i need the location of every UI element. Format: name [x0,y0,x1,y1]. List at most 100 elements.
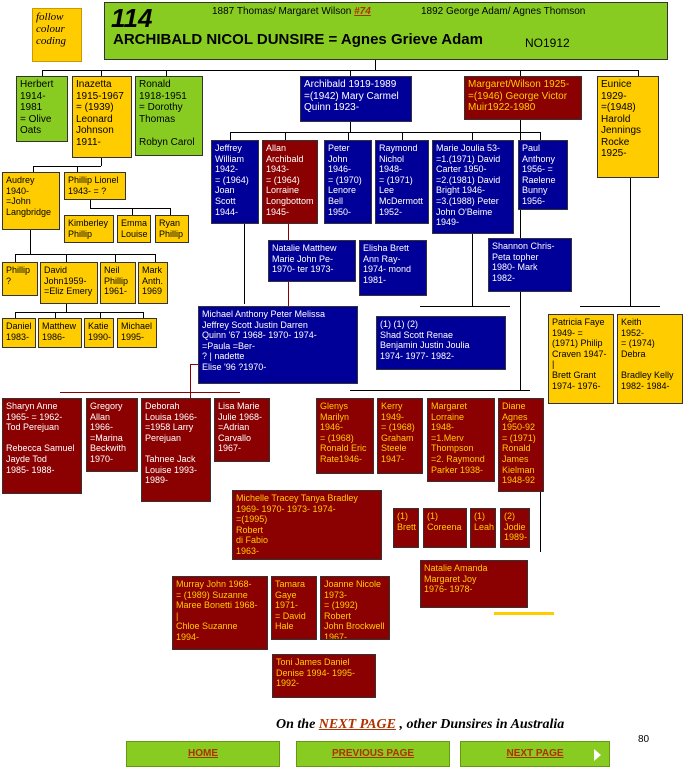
connector-line [472,234,473,306]
connector-line [540,490,541,552]
person-neil: Neil Phillip 1961- [100,262,136,304]
person-katie: Katie 1990- [84,318,114,348]
connector-line [15,254,155,255]
person-kerry: Kerry 1949- = (1968) Graham Steele 1947- [377,398,423,474]
connector-line [30,230,31,254]
connector-line [15,312,16,318]
connector-line [630,178,631,306]
paul-children: Shannon Chris- Peta topher 1980- Mark 19… [488,238,572,292]
connector-line [155,254,156,262]
person-phillip-lionel: Phillip Lionel 1943- = ? [64,172,126,200]
header-parents-2: 1892 George Adam/ Agnes Thomson [421,6,586,17]
connector-line [66,304,67,312]
connector-line [55,312,56,318]
person-mark: Mark Anth. 1969 [138,262,168,304]
person-diane: Diane Agnes 1950-92 = (1971) Ronald Jame… [498,398,544,492]
ronald-child: Robyn Carol [139,137,195,148]
person-phillip: Phillip ? [2,262,38,296]
connector-line [66,254,67,262]
person-marie: Marie Joulia 53- =1.(1971) David Carter … [432,140,514,234]
person-murray: Murray John 1968- = (1989) Suzanne Maree… [172,576,268,650]
person-ryan: Ryan Phillip [155,215,189,243]
person-peter: Peter John 1946- = (1970) Lenore Bell 19… [324,140,372,224]
connector-line [580,306,660,307]
diane-child-jodie: (2) Jodie 1989- [500,508,530,548]
person-allan: Allan Archibald 1943- = (1964) Lorraine … [262,140,318,224]
person-david: David John1959- =Eliz Emery [40,262,98,304]
connector-line [244,224,245,304]
home-button[interactable]: HOME [126,741,280,767]
connector-line [115,254,116,262]
connector-line [230,132,231,140]
person-eunice: Eunice 1929- =(1948) Harold Jennings Roc… [597,76,659,178]
connector-line [100,312,101,318]
connector-line [132,208,133,216]
person-joanne: Joanne Nicole 1973- = (1992) Robert John… [320,576,390,640]
connector-line [90,200,91,208]
person-ronald: Ronald 1918-1951 = Dorothy Thomas Robyn … [135,76,203,156]
connector-line [520,70,521,76]
connector-line [42,70,43,76]
margaret-child-coreena: (1) Coreena [423,508,467,548]
person-jeffrey: Jeffrey William 1942- = (1964) Joan Scot… [211,140,259,224]
person-lisa: Lisa Marie Julie 1968- =Adrian Carvallo … [214,398,270,462]
connector-line [285,132,286,140]
connector-line [190,364,191,398]
connector-line [90,208,170,209]
marie-children: (1) (1) (2) Shad Scott Renae Benjamin Ju… [376,316,506,370]
connector-line [101,70,102,76]
connector-line [143,312,144,318]
connector-line [15,254,16,262]
next-page-link[interactable]: NEXT PAGE [318,717,396,732]
header-box: 114 1887 Thomas/ Margaret Wilson #74 189… [104,2,668,60]
person-margaret: Margaret/Wilson 1925- =(1946) George Vic… [464,76,582,120]
legend-box: follow colour coding [32,8,82,62]
person-michael: Michael 1995- [117,318,157,348]
connector-line [638,70,639,76]
person-patricia: Patricia Faye 1949- = (1971) Philip Crav… [548,314,614,404]
person-sharyn: Sharyn Anne 1965- = 1962- Tod Perejuan R… [2,398,82,494]
connector-line [350,390,530,391]
connector-line [166,70,167,76]
connector-line [348,132,349,140]
person-audrey: Audrey 1940- =John Langbridge [2,172,60,230]
connector-line [350,122,351,132]
joanne-children: Toni James Daniel Denise 1994- 1995- 199… [272,654,376,698]
person-paul: Paul Anthony 1956- = Raelene Bunny 1956- [518,140,568,210]
connector-line [350,70,351,76]
person-archibald: Archibald 1919-1989 =(1942) Mary Carmel … [300,76,412,122]
person-herbert: Herbert 1914- 1981 = Olive Oats [16,76,68,142]
previous-page-button[interactable]: PREVIOUS PAGE [296,741,450,767]
connector-line [420,306,510,307]
person-matthew: Matthew 1986- [38,318,82,348]
ronald-text: Ronald 1918-1951 = Dorothy Thomas [139,79,187,125]
connector-line [540,132,541,140]
couple-names: ARCHIBALD NICOL DUNSIRE = Agnes Grieve A… [113,31,483,48]
person-daniel: Daniel 1983- [2,318,36,348]
connector-line [402,132,403,140]
connector-line [472,132,473,140]
connector-line [60,392,240,393]
parents-link[interactable]: #74 [354,6,371,17]
person-raymond: Raymond Nichol 1948- = (1971) Lee McDerm… [375,140,429,224]
connector-line [375,60,376,71]
person-emma: Emma Louise [117,215,151,243]
person-keith: Keith 1952- = (1974) Debra Bradley Kelly… [617,314,683,404]
connector-line [33,166,34,174]
connector-line [230,132,540,133]
next-page-button[interactable]: NEXT PAGE [460,741,610,767]
person-inazetta: Inazetta 1915-1967 = (1939) Leonard John… [72,76,132,158]
connector-line [77,166,78,174]
arrow-right-icon [594,749,601,761]
connector-line [170,208,171,216]
person-glenys: Glenys Marilyn 1946- = (1968) Ronald Eri… [316,398,374,474]
person-gregory: Gregory Allan 1966- =Marina Beckwith 197… [86,398,138,472]
kerry-child-brett: (1) Brett [393,508,419,548]
connector-line [42,70,639,71]
connector-line [101,158,102,166]
connector-line [33,166,101,167]
raymond-children: Elisha Brett Ann Ray- 1974- mond 1981- [359,240,427,296]
jeffrey-children: Michael Anthony Peter Melissa Jeffrey Sc… [198,306,358,384]
glenys-children: Michelle Tracey Tanya Bradley 1969- 1970… [232,490,382,560]
person-kimberley: Kimberley Phillip [64,215,114,243]
